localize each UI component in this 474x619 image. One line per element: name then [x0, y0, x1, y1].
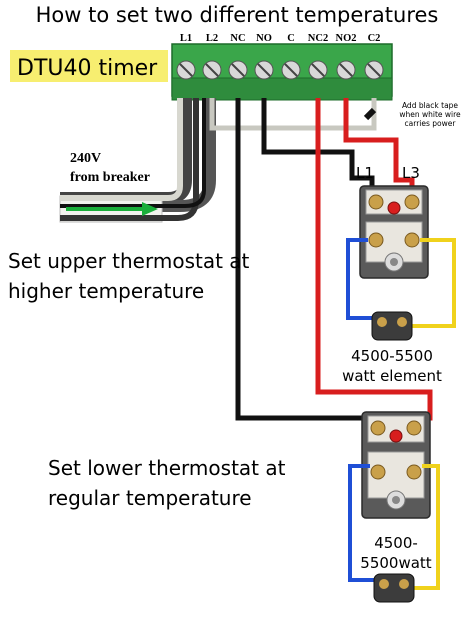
- lower-element-label-line-1: 4500-: [374, 534, 418, 552]
- tape-note-line-2: when white wire: [399, 110, 461, 119]
- power-arrow-head: [142, 202, 158, 216]
- terminal-label-c2: C2: [368, 33, 381, 44]
- terminal-screw: [176, 60, 196, 80]
- terminal-screw: [281, 60, 301, 80]
- supply-source: from breaker: [70, 170, 150, 185]
- tape-note-line-1: Add black tape: [402, 101, 458, 110]
- terminal-label-nc: NC: [230, 33, 245, 44]
- terminal-labels: L1 L2 NC NO C NC2 NO2 C2: [180, 33, 381, 44]
- terminal-screw: [364, 60, 384, 80]
- upper-element-wires: [346, 238, 456, 328]
- terminal-screw: [254, 60, 274, 80]
- tape-note-line-3: carries power: [405, 119, 457, 128]
- lower-instruction: Set lower thermostat at regular temperat…: [48, 456, 286, 510]
- lower-element-wires: [348, 464, 440, 590]
- timer-label-box: [10, 50, 168, 82]
- lower-instruction-line-2: regular temperature: [48, 486, 252, 510]
- supply-cable: [59, 98, 216, 223]
- upper-element-label-line-1: 4500-5500: [351, 347, 433, 365]
- terminal-screw: [228, 60, 248, 80]
- terminal-label-c: C: [287, 33, 295, 44]
- supply-label: 240V from breaker: [70, 151, 150, 185]
- terminal-label-l2: L2: [206, 33, 218, 44]
- lower-heating-element: [373, 573, 415, 603]
- lower-element-label: 4500- 5500watt: [360, 534, 432, 572]
- terminal-label-nc2: NC2: [308, 33, 328, 44]
- upper-element-label: 4500-5500 watt element: [342, 347, 442, 385]
- upper-instruction: Set upper thermostat at higher temperatu…: [8, 249, 250, 303]
- tape-note: Add black tape when white wire carries p…: [399, 101, 461, 128]
- upper-instruction-line-2: higher temperature: [8, 279, 204, 303]
- terminal-label-no: NO: [256, 33, 272, 44]
- upper-element-label-line-2: watt element: [342, 367, 442, 385]
- terminal-screw: [336, 60, 356, 80]
- lower-thermostat: [361, 411, 431, 519]
- terminal-label-no2: NO2: [336, 33, 357, 44]
- terminal-label-l1: L1: [180, 33, 192, 44]
- terminal-screw: [308, 60, 328, 80]
- timer-terminal-block: [171, 43, 393, 101]
- upper-thermostat: L1 L3: [356, 164, 429, 279]
- lower-instruction-line-1: Set lower thermostat at: [48, 456, 286, 480]
- upper-thermostat-label-l1: L1: [356, 164, 374, 182]
- upper-instruction-line-1: Set upper thermostat at: [8, 249, 250, 273]
- supply-voltage: 240V: [70, 151, 101, 166]
- upper-heating-element: [371, 311, 413, 341]
- terminal-screw: [202, 60, 222, 80]
- diagram-title: How to set two different temperatures: [36, 3, 439, 27]
- lower-element-label-line-2: 5500watt: [360, 554, 432, 572]
- upper-thermostat-label-l3: L3: [402, 164, 420, 182]
- timer-label: DTU40 timer: [17, 56, 158, 81]
